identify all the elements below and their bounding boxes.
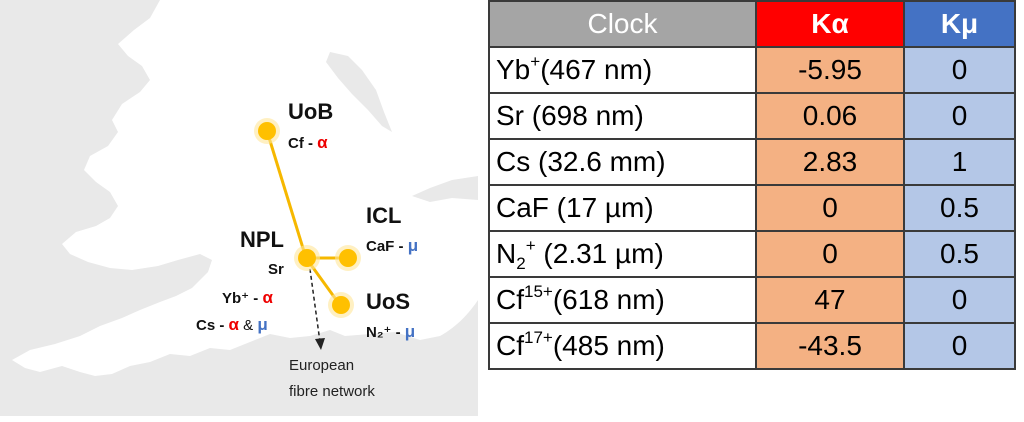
table-header-row: Clock Kα Kμ — [488, 0, 1016, 48]
european-link-label-line2: fibre network — [289, 383, 375, 400]
uk-clock-network-map: UoB Cf - α ICL CaF - μ NPL Sr Yb⁺ - α Cs… — [0, 0, 478, 416]
species-n2: N₂⁺ — [366, 324, 392, 341]
clock-name-cell: N2+ (2.31 µm) — [488, 230, 757, 278]
npl-cs-clock: Cs - α & μ — [196, 316, 268, 333]
k-alpha-cell: -5.95 — [755, 46, 905, 94]
k-mu-cell: 1 — [903, 138, 1016, 186]
clock-name-cell: CaF (17 µm) — [488, 184, 757, 232]
mu-symbol: μ — [404, 322, 416, 341]
column-header-clock: Clock — [488, 0, 757, 48]
dash-text: - — [395, 324, 401, 341]
table-row: N2+ (2.31 µm) 0 0.5 — [488, 230, 1016, 278]
alpha-symbol: α — [228, 315, 239, 334]
species-yb: Yb⁺ — [222, 290, 250, 307]
european-link-label-line1: European — [289, 357, 355, 374]
column-header-k-alpha: Kα — [755, 0, 905, 48]
estuary-shape — [412, 176, 478, 202]
species-sr: Sr — [268, 261, 284, 278]
site-uos-clock: N₂⁺ - μ — [366, 323, 415, 340]
table-row: Yb+(467 nm) -5.95 0 — [488, 46, 1016, 94]
site-label-npl: NPL — [240, 227, 284, 252]
clock-name-cell: Cf15+(618 nm) — [488, 276, 757, 324]
link-uob-npl — [265, 130, 308, 259]
site-uob-clock: Cf - α — [288, 134, 328, 151]
and-symbol: & — [243, 317, 254, 334]
table-row: Sr (698 nm) 0.06 0 — [488, 92, 1016, 140]
clock-sensitivity-table: Clock Kα Kμ Yb+(467 nm) -5.95 0 Sr (698 … — [488, 0, 1016, 370]
table-row: Cf15+(618 nm) 47 0 — [488, 276, 1016, 324]
column-header-k-mu: Kμ — [903, 0, 1016, 48]
site-label-uos: UoS — [366, 289, 410, 314]
k-alpha-cell: 47 — [755, 276, 905, 324]
k-alpha-cell: 0 — [755, 184, 905, 232]
bay-shape — [326, 52, 392, 132]
k-mu-cell: 0 — [903, 46, 1016, 94]
k-alpha-cell: 0 — [755, 230, 905, 278]
k-mu-cell: 0 — [903, 322, 1016, 370]
k-mu-cell: 0.5 — [903, 230, 1016, 278]
mu-symbol: μ — [407, 236, 419, 255]
k-alpha-cell: 0.06 — [755, 92, 905, 140]
k-alpha-cell: -43.5 — [755, 322, 905, 370]
arrow-head-icon — [315, 338, 325, 350]
site-label-icl: ICL — [366, 203, 402, 228]
npl-yb-clock: Yb⁺ - α — [222, 289, 273, 306]
mu-symbol: μ — [257, 315, 268, 334]
alpha-symbol: α — [262, 288, 273, 307]
k-mu-cell: 0 — [903, 276, 1016, 324]
k-alpha-cell: 2.83 — [755, 138, 905, 186]
clock-name-cell: Sr (698 nm) — [488, 92, 757, 140]
dash-text: - — [398, 238, 404, 255]
species-caf: CaF — [366, 238, 395, 255]
dash-text: - — [219, 317, 225, 334]
map-graphic — [12, 0, 478, 376]
species-cf: Cf — [288, 135, 304, 152]
species-cs: Cs — [196, 317, 216, 334]
dash-text: - — [253, 290, 259, 307]
k-mu-cell: 0 — [903, 92, 1016, 140]
clock-name-cell: Cs (32.6 mm) — [488, 138, 757, 186]
table-row: Cf17+(485 nm) -43.5 0 — [488, 322, 1016, 370]
k-mu-cell: 0.5 — [903, 184, 1016, 232]
site-icl-clock: CaF - μ — [366, 237, 418, 254]
table-row: CaF (17 µm) 0 0.5 — [488, 184, 1016, 232]
clock-name-cell: Cf17+(485 nm) — [488, 322, 757, 370]
dash-text: - — [308, 135, 313, 152]
alpha-symbol: α — [317, 133, 328, 152]
clock-name-cell: Yb+(467 nm) — [488, 46, 757, 94]
network-nodes — [254, 118, 361, 318]
table-row: Cs (32.6 mm) 2.83 1 — [488, 138, 1016, 186]
site-label-uob: UoB — [288, 99, 334, 124]
